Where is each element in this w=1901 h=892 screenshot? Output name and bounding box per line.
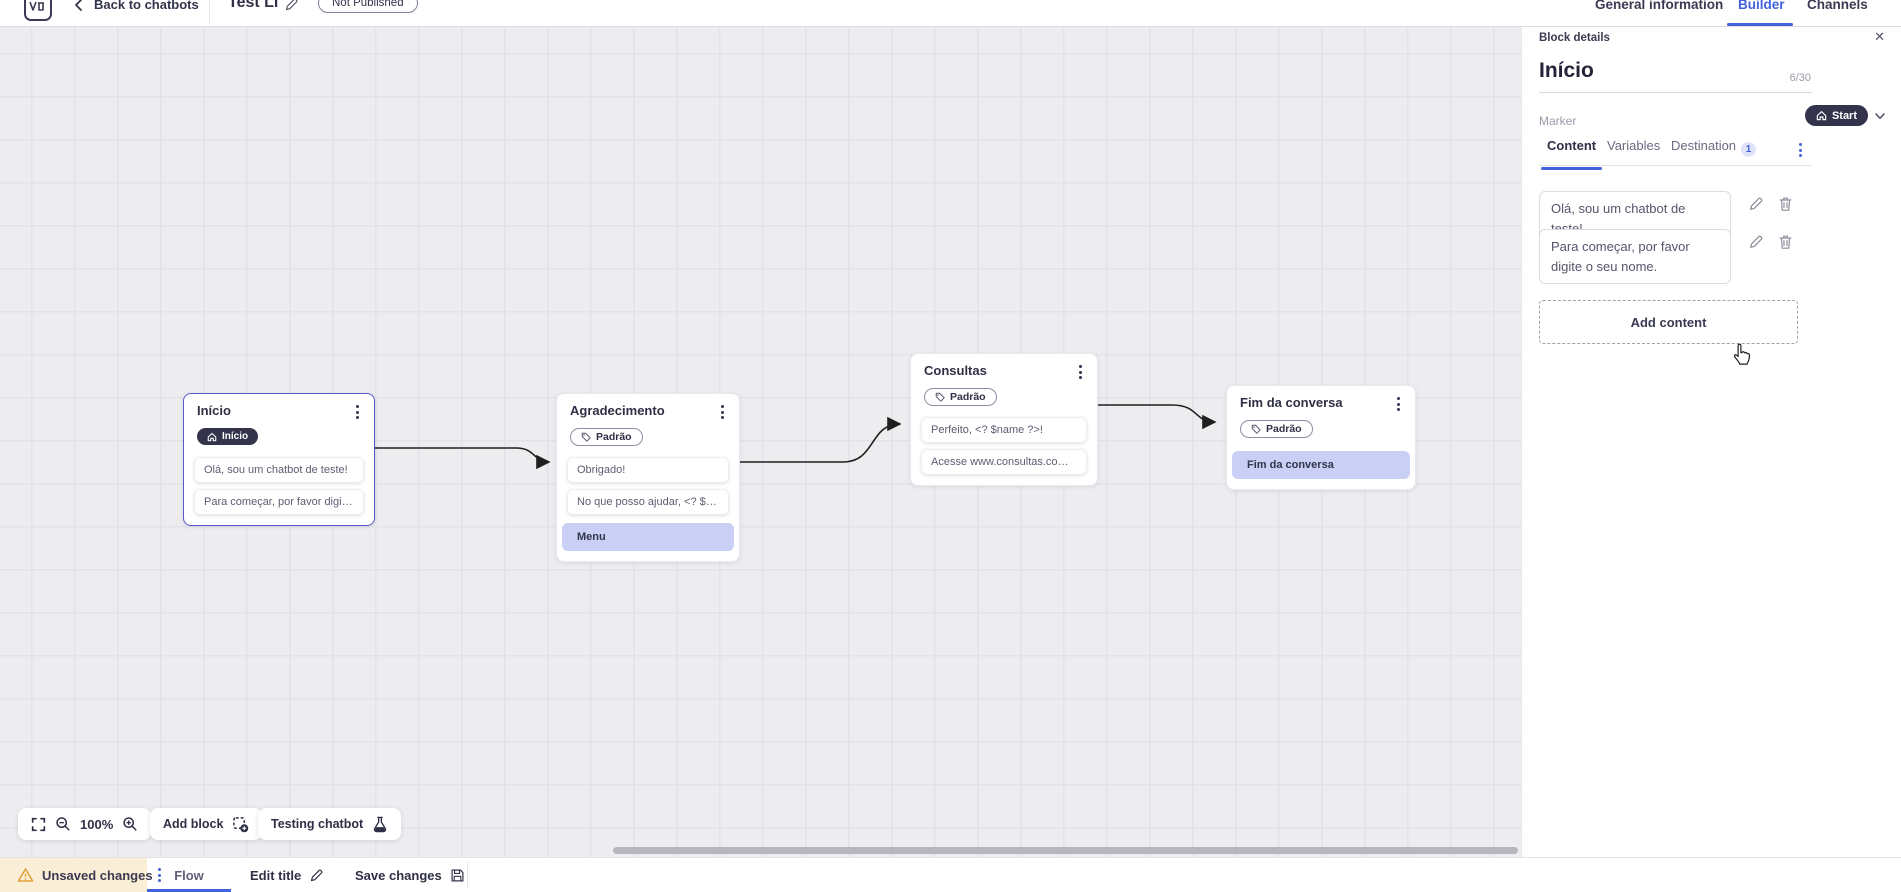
unsaved-changes-area: Unsaved changes — [0, 858, 153, 892]
zoom-in-icon[interactable] — [122, 816, 138, 832]
tag-icon — [581, 432, 591, 442]
zoom-controls: 100% — [18, 808, 152, 840]
back-to-chatbots-link[interactable]: Back to chatbots — [94, 0, 199, 12]
block-name-value: Início — [1539, 59, 1594, 82]
block-title: Fim da conversa — [1240, 395, 1343, 410]
header-divider — [209, 0, 210, 25]
start-marker-badge: Início — [197, 428, 259, 445]
flow-tab-underline — [147, 889, 231, 892]
flask-icon — [372, 816, 388, 833]
padrao-badge: Padrão — [570, 428, 643, 446]
tab-content[interactable]: Content — [1540, 138, 1603, 170]
padrao-badge: Padrão — [1240, 420, 1313, 438]
block-title: Consultas — [924, 363, 987, 378]
block-menu-icon[interactable] — [719, 403, 726, 421]
top-header: Back to chatbots Test Li Not Published G… — [0, 0, 1901, 27]
marker-label: Marker — [1539, 114, 1577, 128]
block-message-item[interactable]: Obrigado! — [567, 457, 729, 483]
add-block-icon — [232, 816, 249, 833]
home-icon — [1816, 111, 1827, 121]
tab-builder[interactable]: Builder — [1738, 0, 1785, 12]
status-badge: Not Published — [318, 0, 418, 13]
panel-title: Block details — [1539, 32, 1610, 44]
add-block-button[interactable]: Add block — [150, 808, 263, 840]
zoom-out-icon[interactable] — [55, 816, 71, 832]
edit-pencil-icon[interactable] — [1748, 196, 1764, 212]
pencil-icon — [309, 868, 324, 883]
panel-tabs-menu-icon[interactable] — [1797, 141, 1804, 159]
delete-trash-icon[interactable] — [1778, 196, 1793, 212]
edit-title-pencil-icon[interactable] — [284, 0, 299, 12]
flow-block-inicio[interactable]: Início Início Olá, sou um chatbot de tes… — [183, 393, 375, 526]
warning-icon — [17, 867, 34, 883]
block-title: Agradecimento — [570, 403, 665, 418]
name-char-counter: 6/30 — [1789, 72, 1811, 84]
block-menu-item[interactable]: Menu — [562, 523, 734, 551]
tab-channels[interactable]: Channels — [1807, 0, 1868, 12]
tab-variables[interactable]: Variables — [1607, 138, 1661, 153]
logo-glyph — [29, 1, 44, 11]
block-name-input[interactable]: Início — [1539, 59, 1812, 93]
block-menu-icon[interactable] — [1077, 363, 1084, 381]
tag-icon — [1251, 424, 1261, 434]
bottom-bar: Unsaved changes Flow Edit title Save cha… — [0, 857, 1901, 892]
tag-icon — [935, 392, 945, 402]
save-changes-button[interactable]: Save changes — [355, 858, 465, 892]
footer-divider — [467, 862, 468, 888]
fullscreen-icon[interactable] — [31, 817, 46, 832]
delete-trash-icon[interactable] — [1778, 234, 1793, 250]
block-message-item[interactable]: Perfeito, <? $name ?>! — [921, 417, 1087, 443]
builder-tab-underline — [1727, 23, 1793, 26]
tab-flow[interactable]: Flow — [174, 867, 204, 883]
chatbot-title: Test Li — [228, 0, 279, 11]
add-content-button[interactable]: Add content — [1539, 300, 1798, 344]
block-message-item[interactable]: Acesse www.consultas.com par... — [921, 449, 1087, 475]
zoom-level: 100% — [80, 816, 114, 832]
block-menu-icon[interactable] — [354, 403, 361, 421]
mouse-cursor — [1731, 342, 1753, 367]
block-end-item[interactable]: Fim da conversa — [1232, 451, 1410, 479]
flow-block-agradecimento[interactable]: Agradecimento Padrão Obrigado! No que po… — [556, 393, 740, 562]
horizontal-scrollbar[interactable] — [613, 847, 1518, 854]
block-message-item[interactable]: No que posso ajudar, <? $name ... — [567, 489, 729, 515]
flow-block-consultas[interactable]: Consultas Padrão Perfeito, <? $name ?>! … — [910, 353, 1098, 486]
padrao-badge: Padrão — [924, 388, 997, 406]
destination-count-badge: 1 — [1741, 142, 1757, 157]
marker-start-badge[interactable]: Start — [1804, 105, 1868, 126]
unsaved-changes-label: Unsaved changes — [42, 867, 153, 883]
chevron-down-icon[interactable] — [1874, 110, 1886, 122]
tab-general-information[interactable]: General information — [1595, 0, 1724, 12]
flow-connectors — [375, 404, 1217, 470]
edit-title-button[interactable]: Edit title — [250, 858, 324, 892]
flow-canvas[interactable]: Início Início Olá, sou um chatbot de tes… — [0, 26, 1521, 857]
edit-pencil-icon[interactable] — [1748, 234, 1764, 250]
close-icon[interactable]: ✕ — [1874, 29, 1885, 44]
block-details-panel: Block details ✕ Início 6/30 Marker Start… — [1521, 26, 1901, 892]
testing-chatbot-button[interactable]: Testing chatbot — [258, 808, 402, 840]
home-icon — [207, 432, 217, 441]
back-chevron-icon[interactable] — [73, 0, 85, 12]
block-message-item[interactable]: Para começar, por favor digite o ... — [194, 488, 364, 515]
app-logo[interactable] — [24, 0, 52, 21]
save-icon — [450, 868, 465, 883]
block-title: Início — [197, 403, 231, 418]
content-message-card[interactable]: Para começar, por favor digite o seu nom… — [1539, 229, 1731, 284]
flow-block-fim-da-conversa[interactable]: Fim da conversa Padrão Fim da conversa — [1226, 385, 1416, 490]
block-menu-icon[interactable] — [1395, 395, 1402, 413]
footer-menu-icon[interactable] — [156, 866, 163, 884]
block-message-item[interactable]: Olá, sou um chatbot de teste! — [194, 456, 364, 483]
content-item-row: Para começar, por favor digite o seu nom… — [1539, 229, 1793, 284]
